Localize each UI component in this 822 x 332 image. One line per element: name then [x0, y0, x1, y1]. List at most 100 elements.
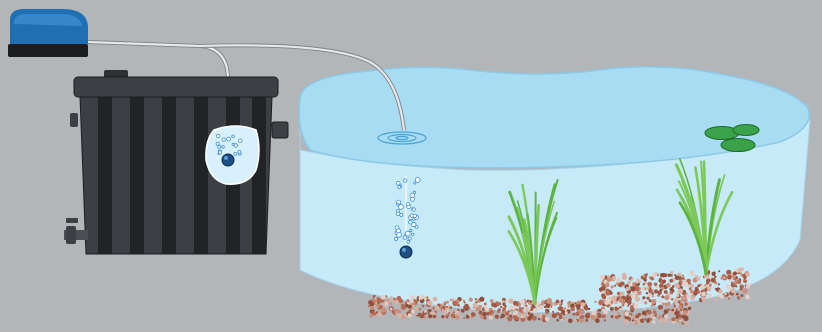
gravel-stone: [546, 298, 552, 303]
gravel-stone: [511, 305, 517, 310]
gravel-stone: [445, 305, 448, 309]
gravel-stone: [496, 309, 501, 313]
gravel-stone: [661, 295, 665, 299]
gravel-stone: [727, 274, 732, 280]
gravel-stone: [370, 306, 375, 310]
gravel-stone: [688, 287, 692, 291]
gravel-stone: [661, 273, 666, 278]
gravel-stone: [370, 302, 374, 307]
air-bubble: [238, 138, 243, 143]
gravel-stone: [430, 311, 435, 316]
gravel-stone: [579, 318, 584, 323]
gravel-stone: [644, 317, 647, 321]
gravel-stone: [624, 296, 628, 300]
gravel-stone: [657, 315, 663, 320]
gravel-stone: [669, 287, 674, 292]
gravel-stone: [612, 295, 617, 301]
gravel-stone: [625, 286, 630, 292]
gravel-stone: [685, 320, 690, 325]
gravel-stone: [410, 295, 415, 300]
gravel-stone: [457, 308, 460, 312]
gravel-stone: [665, 283, 671, 288]
filter-rib: [162, 97, 176, 254]
gravel-stone: [616, 282, 619, 285]
gravel-stone: [646, 287, 650, 290]
gravel-stone: [670, 270, 674, 275]
gravel-stone: [502, 302, 506, 306]
gravel-stone: [432, 296, 438, 302]
filter-rib: [98, 97, 112, 254]
gravel-stone: [463, 301, 466, 304]
gravel-stone: [446, 300, 449, 304]
gravel-stone: [561, 309, 566, 314]
gravel-stone: [520, 311, 525, 315]
gravel-stone: [415, 306, 419, 311]
surface-ripple: [377, 131, 427, 145]
gravel-stone: [603, 287, 606, 290]
gravel-stone: [713, 285, 716, 289]
gravel-stone: [455, 315, 460, 320]
gravel-stone: [555, 312, 560, 316]
gravel-stone: [595, 318, 600, 324]
gravel-stone: [652, 295, 655, 298]
gravel-stone: [678, 314, 682, 318]
gravel-stone: [452, 300, 458, 307]
gravel-stone: [672, 302, 676, 306]
gravel-stone: [664, 302, 669, 307]
gravel-stone: [418, 308, 421, 311]
gravel-stone: [670, 298, 674, 301]
gravel-stone: [474, 298, 477, 301]
gravel-stone: [447, 314, 450, 317]
air-bubble: [403, 178, 408, 183]
gravel-stone: [394, 308, 399, 314]
gravel-stone: [540, 300, 546, 305]
gravel-stone: [579, 314, 585, 320]
air-bubble: [231, 134, 235, 138]
air-bubble: [408, 219, 413, 225]
gravel-stone: [586, 312, 590, 317]
air-bubble: [231, 142, 235, 146]
gravel-stone: [626, 308, 630, 312]
gravel-stone: [371, 298, 374, 301]
gravel-stone: [644, 301, 648, 305]
gravel-stone: [624, 311, 629, 317]
gravel-stone: [653, 282, 658, 287]
air-bubble: [412, 190, 416, 194]
gravel-stone: [604, 282, 610, 288]
pond-water-surface: [298, 66, 810, 169]
gravel-stone: [642, 274, 645, 277]
gravel-stone: [662, 302, 665, 306]
gravel-stone: [552, 310, 555, 313]
gravel-stone: [616, 277, 622, 283]
gravel-stone: [532, 308, 538, 314]
gravel-stone: [674, 311, 679, 316]
pump-highlight: [14, 14, 82, 26]
gravel-stone: [472, 307, 476, 310]
gravel-stone: [555, 299, 560, 304]
water-lily: [704, 124, 760, 152]
gravel-stone: [463, 317, 466, 320]
gravel-stone: [463, 305, 467, 310]
gravel-stone: [739, 272, 743, 275]
gravel-stone: [614, 284, 617, 287]
gravel-stone: [564, 311, 568, 315]
gravel-stone: [693, 273, 696, 276]
gravel-stone: [489, 299, 494, 303]
gravel-stone: [556, 308, 559, 311]
gravel-stone: [659, 318, 663, 323]
gravel-stone: [508, 298, 514, 304]
gravel-stone: [369, 313, 374, 318]
gravel-stone: [428, 314, 433, 319]
gravel-stone: [624, 319, 629, 324]
gravel-stone: [507, 316, 513, 322]
air-bubble: [215, 141, 220, 146]
filter-lid: [73, 76, 279, 98]
gravel-stone: [701, 291, 706, 297]
gravel-stone: [720, 276, 724, 280]
filter-rib: [194, 97, 208, 254]
gravel-stone: [736, 292, 739, 296]
gravel-stone: [551, 313, 557, 319]
gravel-bed: [368, 267, 751, 325]
gravel-stone: [405, 303, 409, 308]
gravel-stone: [638, 280, 642, 284]
